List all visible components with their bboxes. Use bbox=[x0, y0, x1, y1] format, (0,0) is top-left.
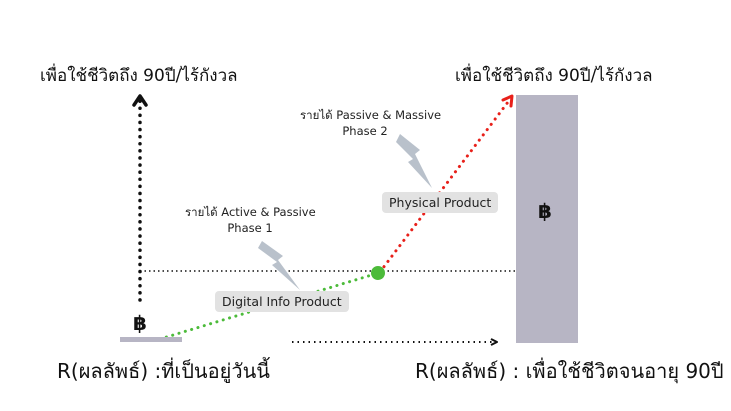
target-result-label: R(ผลลัพธ์) : เพื่อใช้ชีวิตจนอายุ 90ปี bbox=[415, 359, 724, 383]
top-left-goal-label: เพื่อใช้ชีวิตถึง 90ปี/ไร้กังวล bbox=[40, 66, 238, 86]
goal-pillar bbox=[516, 95, 578, 343]
current-base-bar bbox=[120, 337, 182, 342]
physical-product-box: Physical Product bbox=[382, 192, 499, 213]
phase1-income-text: รายได้ Active & Passive bbox=[185, 205, 316, 219]
bottom-arrow-head bbox=[490, 338, 498, 346]
phase2-income-text: รายได้ Passive & Massive bbox=[300, 108, 442, 122]
phase2-title: Phase 2 bbox=[342, 124, 388, 138]
phase2-label: รายได้ Passive & Massive Phase 2 bbox=[300, 107, 442, 139]
baht-icon-goal: ฿ bbox=[538, 199, 552, 223]
top-right-goal-label: เพื่อใช้ชีวิตถึง 90ปี/ไร้กังวล bbox=[455, 66, 653, 86]
current-result-label: R(ผลลัพธ์) :ที่เป็นอยู่วันนี้ bbox=[57, 359, 270, 383]
phase1-title: Phase 1 bbox=[227, 221, 273, 235]
phase1-label: รายได้ Active & Passive Phase 1 bbox=[185, 204, 316, 236]
lightning-icon-phase2 bbox=[396, 134, 432, 188]
transition-point bbox=[371, 266, 385, 280]
red-growth-path bbox=[378, 100, 510, 274]
baht-icon-current: ฿ bbox=[133, 311, 147, 335]
red-arrow-head bbox=[501, 94, 514, 108]
lightning-icon-phase1 bbox=[258, 241, 300, 290]
digital-info-product-box: Digital Info Product bbox=[215, 291, 349, 312]
vertical-arrow-head bbox=[132, 94, 148, 107]
